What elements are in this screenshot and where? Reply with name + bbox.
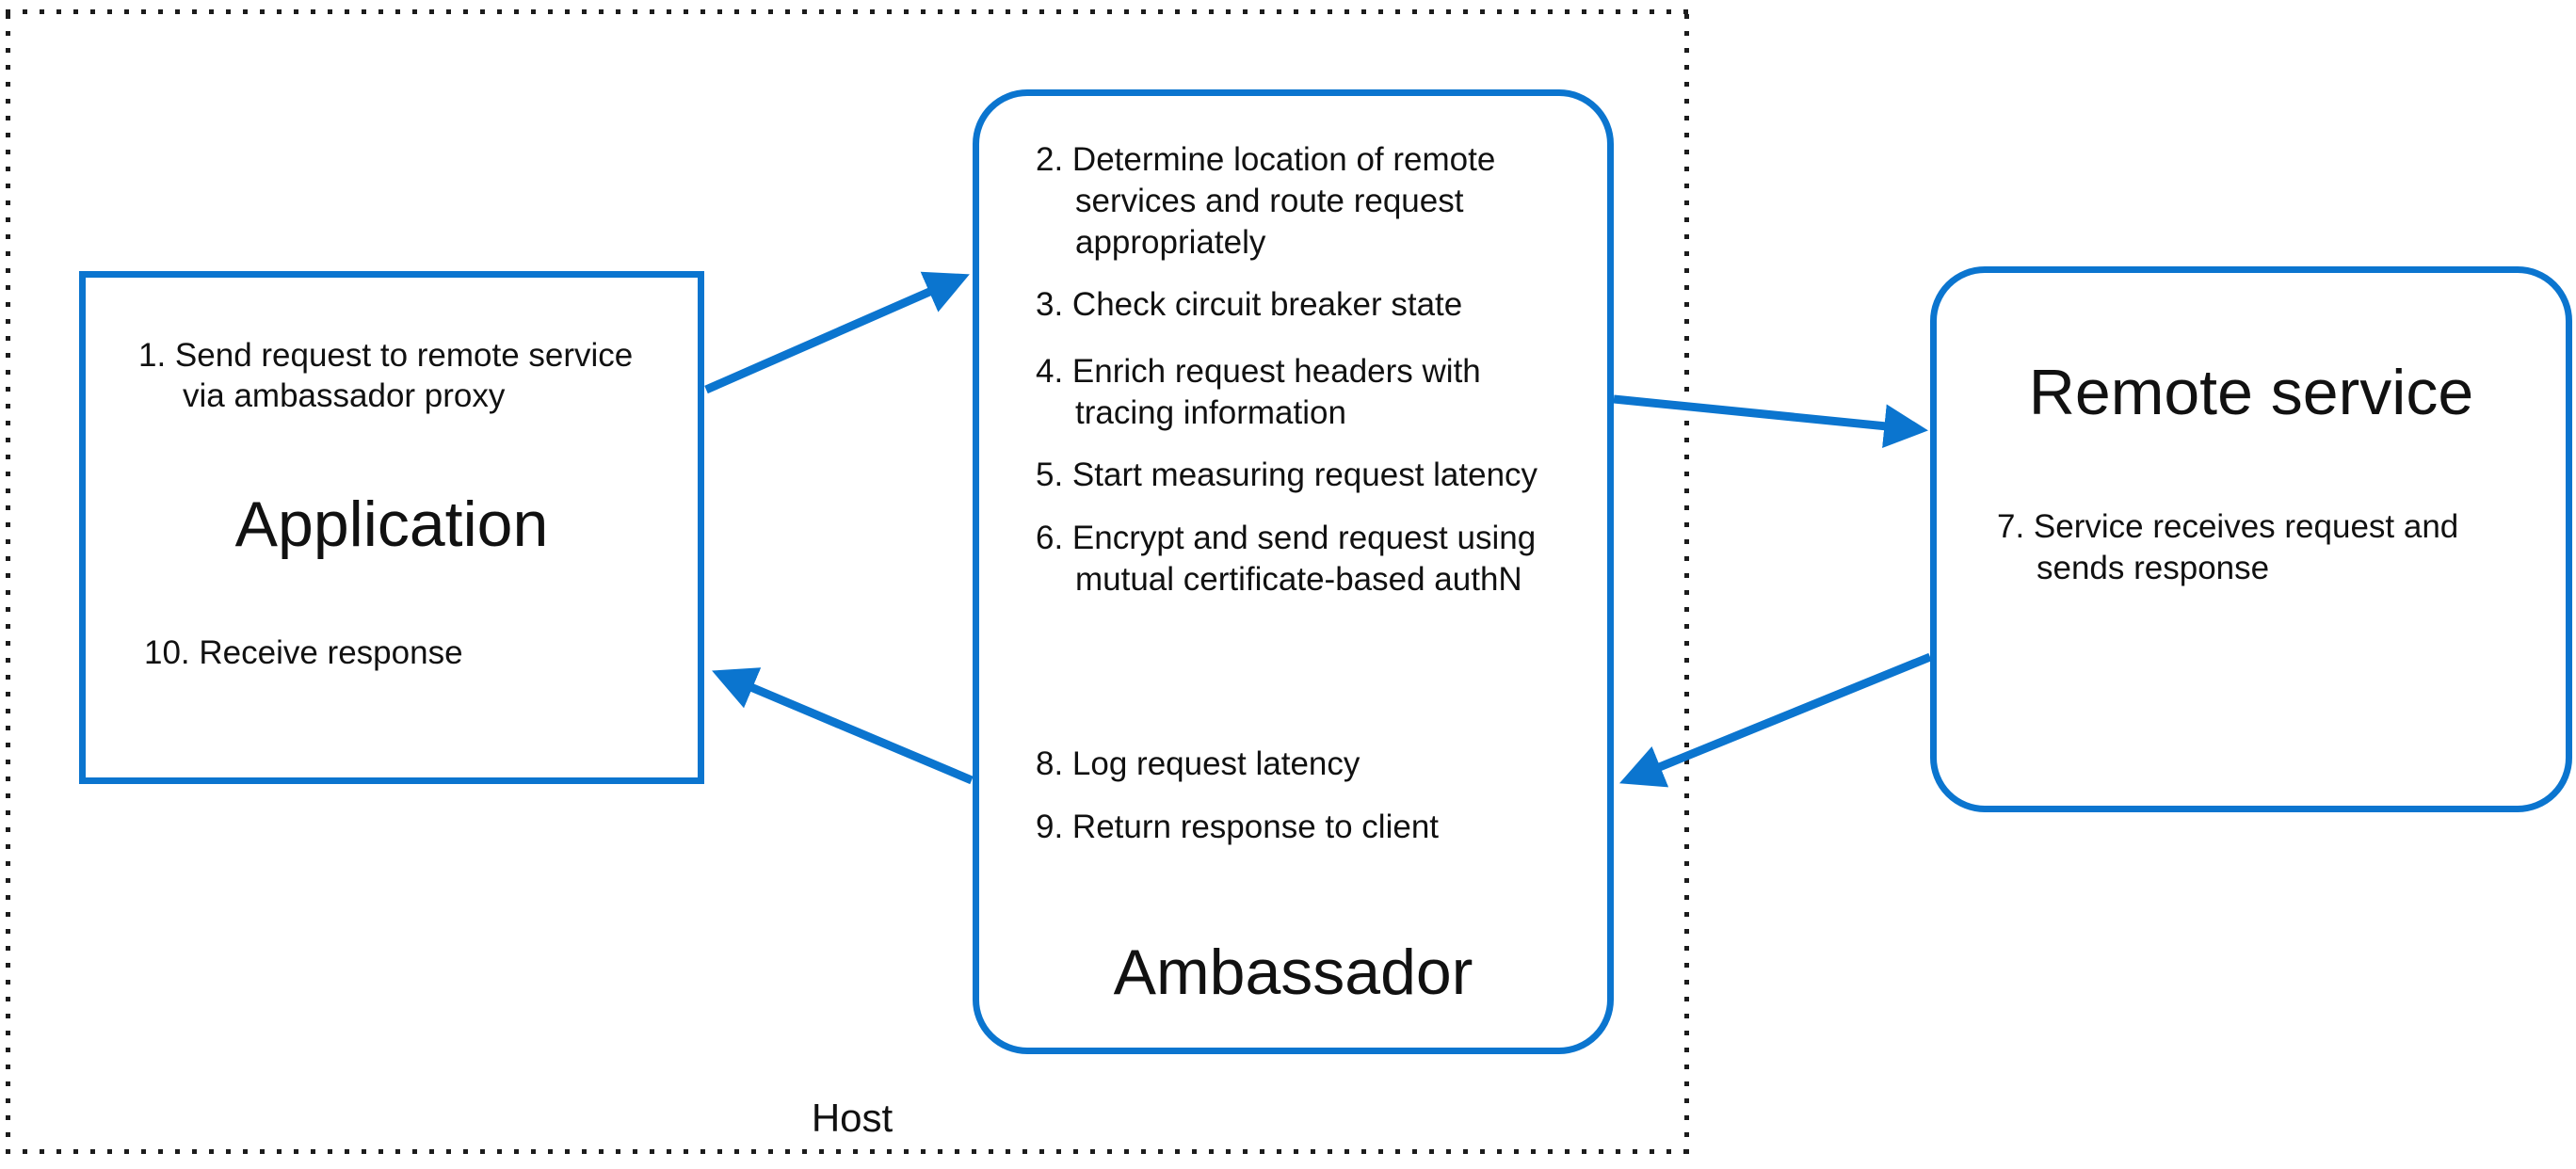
step-1-line-1: 1. Send request to remote service	[138, 337, 634, 374]
ambassador-title: Ambassador	[1113, 937, 1473, 1008]
step-2-line-1: 2. Determine location of remote	[1036, 141, 1496, 178]
remote-service-title: Remote service	[2028, 357, 2474, 428]
step-2-line-2: services and route request	[1075, 183, 1464, 219]
step-4-line-2: tracing information	[1075, 394, 1346, 431]
ambassador-box: 2. Determine location of remote services…	[973, 89, 1614, 1054]
step-9-line-1: 9. Return response to client	[1036, 809, 1440, 845]
step-6-line-2: mutual certificate-based authN	[1075, 561, 1522, 598]
step-7-line-1: 7. Service receives request and	[1997, 508, 2459, 545]
step-7-line-2: sends response	[2037, 550, 2270, 586]
remote-service-box: Remote service 7. Service receives reque…	[1930, 266, 2572, 812]
step-1-line-2: via ambassador proxy	[183, 377, 506, 414]
step-6-line-1: 6. Encrypt and send request using	[1036, 520, 1537, 556]
step-10-line-1: 10. Receive response	[144, 634, 463, 671]
application-title: Application	[234, 488, 549, 560]
step-5-line-1: 5. Start measuring request latency	[1036, 456, 1538, 493]
step-4-line-1: 4. Enrich request headers with	[1036, 353, 1481, 390]
step-3-line-1: 3. Check circuit breaker state	[1036, 286, 1463, 323]
application-box: 1. Send request to remote service via am…	[79, 271, 704, 784]
step-2-line-3: appropriately	[1075, 224, 1266, 261]
step-8-line-1: 8. Log request latency	[1036, 745, 1360, 782]
host-label: Host	[811, 1096, 894, 1140]
